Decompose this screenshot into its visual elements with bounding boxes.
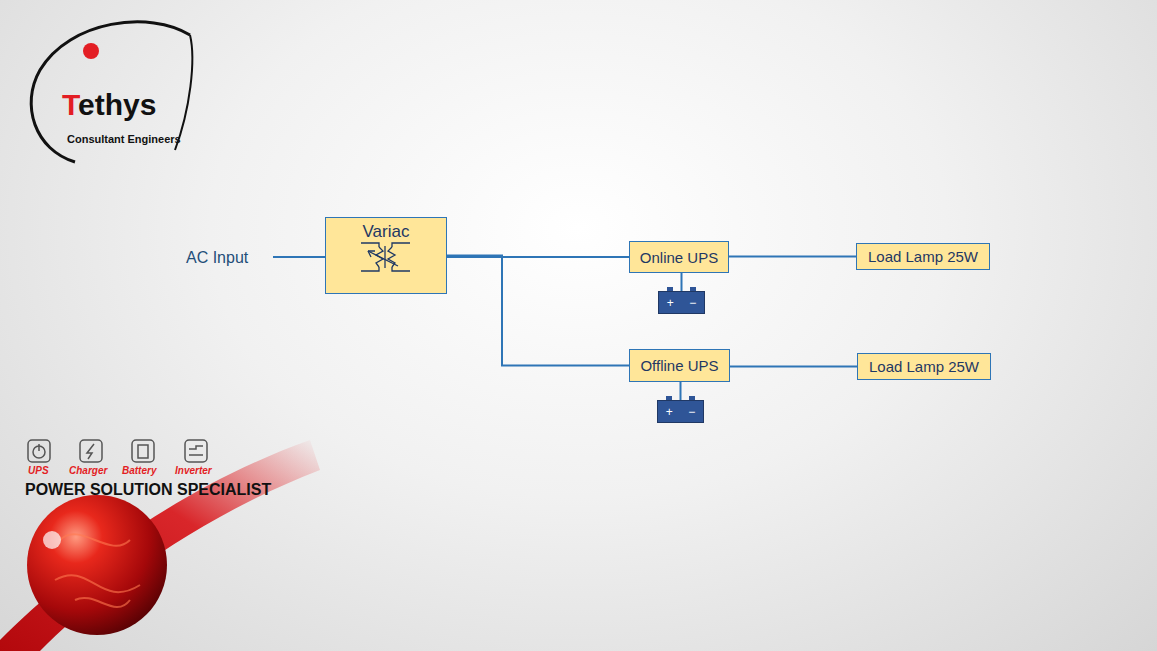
wire (680, 382, 682, 400)
battery-symbol: +− (658, 291, 705, 314)
inverter-icon-lines (189, 446, 203, 455)
logo-dot (83, 43, 99, 59)
wire (730, 366, 857, 368)
icon-caption: Battery (122, 465, 156, 476)
process-box: Load Lamp 25W (856, 243, 990, 270)
red-sphere (27, 495, 167, 635)
wire (729, 256, 856, 258)
transformer-leads (361, 267, 410, 271)
terminal-sign: − (689, 296, 696, 310)
icon-caption: UPS (28, 465, 49, 476)
variac-box: Variac (325, 217, 447, 294)
box-label: Offline UPS (640, 357, 718, 374)
terminal-sign: − (688, 405, 695, 419)
sphere-highlight (43, 531, 61, 549)
input-label: AC Input (186, 249, 248, 267)
icon-caption: Inverter (175, 465, 212, 476)
battery-symbol: +− (657, 400, 704, 423)
battery-icon-cell (138, 445, 148, 458)
ups-icon (28, 440, 50, 462)
sphere-texture (55, 534, 140, 607)
box-label: Load Lamp 25W (868, 248, 978, 265)
logo-name: Tethys (62, 88, 156, 122)
terminal-sign: + (667, 296, 674, 310)
logo-arc (175, 35, 192, 150)
terminal-sign: + (666, 405, 673, 419)
battery-icon (132, 440, 154, 462)
process-box: Online UPS (629, 241, 729, 273)
charger-icon (80, 440, 102, 462)
logo-arc (31, 22, 190, 162)
logo (31, 22, 192, 162)
logo-subtitle: Consultant Engineers (67, 133, 181, 145)
core (384, 246, 385, 268)
input-wire (273, 256, 326, 258)
process-box: Offline UPS (629, 349, 730, 382)
charger-bolt (87, 444, 94, 459)
slogan: POWER SOLUTION SPECIALIST (25, 481, 271, 499)
process-box: Load Lamp 25W (857, 353, 991, 380)
wire (681, 273, 683, 291)
variable-arrow (368, 251, 398, 266)
inverter-icon (185, 440, 207, 462)
red-swoosh (0, 440, 320, 651)
ups-icon-power (38, 444, 40, 451)
icons (28, 440, 207, 462)
box-label: Online UPS (640, 249, 718, 266)
box-label: Variac (363, 222, 410, 242)
wire (447, 256, 629, 366)
box-label: Load Lamp 25W (869, 358, 979, 375)
icon-caption: Charger (69, 465, 107, 476)
variable-arrowhead (368, 251, 375, 257)
